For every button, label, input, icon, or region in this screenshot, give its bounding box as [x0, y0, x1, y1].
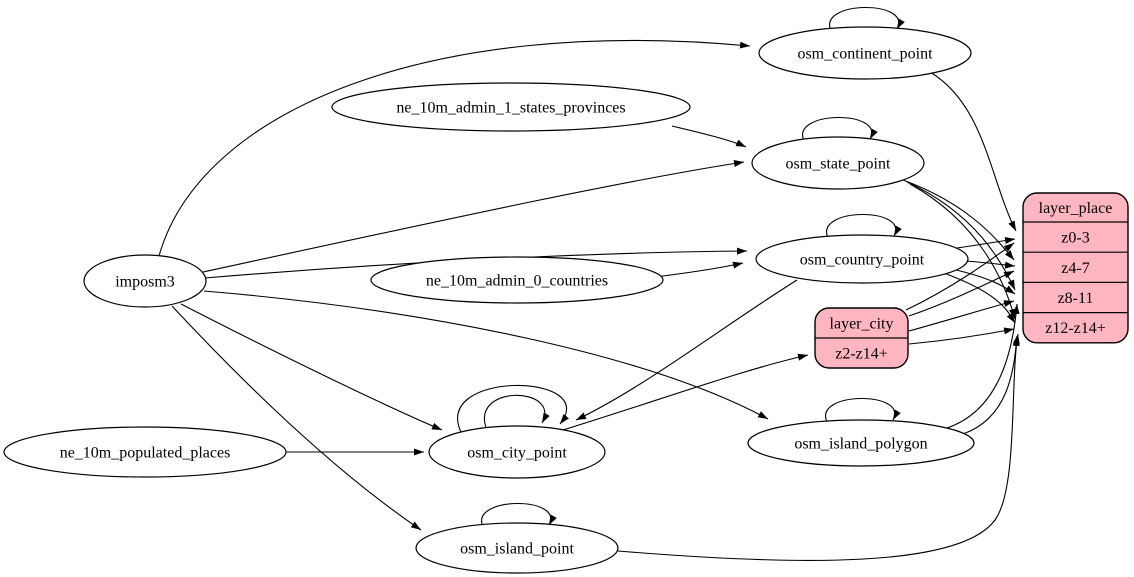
edge-ne_10m_admin_0_countries-to-osm_country_point — [654, 261, 744, 278]
node-label-ne_10m_admin_0_countries: ne_10m_admin_0_countries — [426, 273, 608, 290]
edge-osm_state_point-to-layer_place-z4-7 — [902, 179, 1015, 261]
record-row-layer_place-z12-z14+: z12-z14+ — [1045, 320, 1106, 337]
node-shape-osm_island_point — [415, 522, 619, 574]
node-ne_10m_admin_0_countries: ne_10m_admin_0_countries — [370, 256, 664, 304]
edge-osm_continent_point-to-layer_place-z0-3 — [929, 71, 1017, 232]
node-ne_10m_admin_1_states_provinces: ne_10m_admin_1_states_provinces — [331, 82, 691, 132]
self-loop-osm_island_point-to-osm_island_point — [481, 503, 557, 528]
edge-imposm3-to-osm_state_point — [202, 160, 745, 273]
self-loop-osm_city_point-to-osm_city_point — [484, 394, 550, 431]
node-shape-ne_10m_populated_places — [3, 426, 287, 478]
edge-imposm3-to-osm_city_point — [180, 303, 443, 431]
edge-osm_city_point-to-layer_city-z2-z14+ — [562, 353, 809, 431]
node-shape-osm_island_polygon — [747, 419, 975, 467]
node-shape-ne_10m_admin_1_states_provinces — [331, 82, 691, 132]
edge-osm_country_point-to-layer_place-z4-7 — [965, 260, 1016, 269]
node-osm_continent_point: osm_continent_point — [758, 26, 972, 80]
record-row-layer_place-z8-11: z8-11 — [1058, 290, 1094, 307]
self-loop-osm_continent_point-to-osm_continent_point — [829, 7, 905, 32]
edge-ne_10m_admin_1_states_provinces-to-osm_state_point — [671, 125, 747, 148]
edge-layer_city-to-layer_place-z8-11 — [908, 300, 1015, 332]
edge-osm_country_point-to-osm_city_point — [575, 279, 798, 421]
self-loop-osm_city_point-to-osm_city_point — [457, 384, 569, 435]
node-shape-osm_continent_point — [758, 26, 972, 80]
node-shape-imposm3 — [83, 254, 207, 308]
record-row-layer_place-z4-7: z4-7 — [1061, 260, 1089, 277]
edge-layer_city-to-layer_place-z0-3 — [905, 242, 1015, 311]
record-node-layer_city: layer_city z2-z14+ — [814, 307, 909, 369]
node-label-osm_continent_point: osm_continent_point — [797, 46, 933, 63]
node-osm_state_point: osm_state_point — [751, 136, 925, 190]
node-ne_10m_populated_places: ne_10m_populated_places — [3, 426, 287, 478]
node-osm_island_point: osm_island_point — [415, 522, 619, 574]
edge-osm_state_point-to-layer_place-z8-11 — [906, 181, 1016, 291]
edge-osm_country_point-to-layer_place-z0-3 — [956, 237, 1016, 249]
record-row-layer_city-z2-z14+: z2-z14+ — [835, 346, 888, 363]
node-label-osm_island_point: osm_island_point — [460, 541, 574, 558]
record-title-layer_city: layer_city — [830, 316, 894, 333]
node-label-osm_country_point: osm_country_point — [800, 252, 925, 269]
node-label-osm_island_polygon: osm_island_polygon — [794, 436, 927, 453]
edge-osm_island_polygon-to-layer_place-z8-11 — [946, 303, 1020, 429]
node-label-ne_10m_admin_1_states_provinces: ne_10m_admin_1_states_provinces — [396, 100, 625, 117]
node-label-osm_city_point: osm_city_point — [467, 445, 567, 462]
edge-imposm3-to-osm_island_polygon — [203, 290, 769, 420]
node-shape-osm_state_point — [751, 136, 925, 190]
node-osm_country_point: osm_country_point — [755, 234, 969, 284]
edge-imposm3-to-osm_continent_point — [158, 39, 751, 257]
node-shape-osm_city_point — [428, 425, 606, 479]
node-label-imposm3: imposm3 — [115, 274, 175, 291]
node-shape-osm_country_point — [755, 234, 969, 284]
edges-layer — [158, 7, 1020, 561]
record-node-layer_place: layer_place z0-3 z4-7 z8-11 z12-z14+ — [1022, 192, 1129, 344]
nodes-layer: imposm3 ne_10m_admin_1_states_provincesne… — [3, 26, 1129, 574]
edge-osm_country_point-to-layer_place-z8-11 — [951, 268, 1016, 295]
record-title-layer_place: layer_place — [1039, 200, 1113, 217]
node-label-ne_10m_populated_places: ne_10m_populated_places — [60, 445, 231, 462]
edge-imposm3-to-osm_island_point — [171, 305, 422, 531]
node-imposm3: imposm3 — [83, 254, 207, 308]
record-row-layer_place-z0-3: z0-3 — [1061, 230, 1089, 247]
edge-layer_city-to-layer_place-z12-z14+ — [908, 327, 1015, 345]
self-loop-osm_state_point-to-osm_state_point — [802, 117, 878, 142]
node-osm_city_point: osm_city_point — [428, 425, 606, 479]
node-label-osm_state_point: osm_state_point — [786, 156, 891, 173]
node-osm_island_polygon: osm_island_polygon — [747, 419, 975, 467]
node-shape-ne_10m_admin_0_countries — [370, 256, 664, 304]
edge-osm_island_point-to-layer_place-z12-z14+ — [617, 333, 1020, 561]
edge-osm_country_point-to-layer_place-z12-z14+ — [940, 271, 1016, 324]
record-shape-layer_place — [1022, 192, 1129, 344]
self-loop-osm_island_polygon-to-osm_island_polygon — [825, 398, 901, 423]
edge-layer_city-to-layer_place-z4-7 — [908, 270, 1015, 317]
self-loop-osm_country_point-to-osm_country_point — [826, 214, 902, 239]
